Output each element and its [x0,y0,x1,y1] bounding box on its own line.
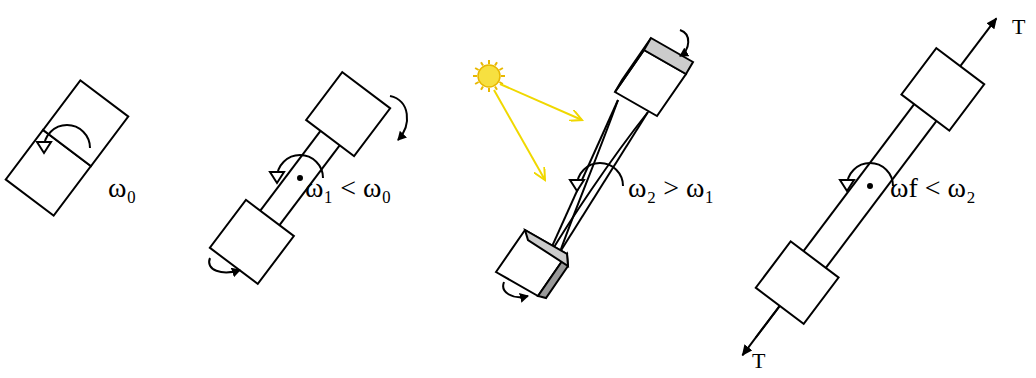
angular-velocity-label: ω₂ > ω₁ [628,174,714,202]
angular-velocity-label: ω₀ [108,174,136,202]
sun-ray [473,75,477,77]
sun-ray [475,82,478,84]
sun-ray [499,68,502,70]
stretched-body [718,0,1020,373]
sun [473,60,505,92]
rotation-arrow [847,163,893,186]
sun-ray [481,62,483,65]
light-ray [500,84,582,120]
sun-ray [481,86,483,89]
tension-label: T [752,350,765,372]
tension-arrow [960,18,996,66]
spin-arrow [390,96,407,140]
twisted-body [496,38,693,298]
tension-label: T [1012,16,1025,38]
spin-arrow [503,282,528,297]
sun-ray [495,62,497,65]
spin-arrow [209,258,240,272]
spin-arrow [680,30,688,56]
sun-ray [495,86,497,89]
angular-velocity-label: ω₁ < ω₀ [305,174,391,202]
tension-arrow [742,306,779,356]
sun-ray [488,88,490,92]
rotation-arrow [577,163,623,186]
angular-velocity-label: ωf < ω₂ [890,174,976,202]
light-ray [494,90,545,180]
sun-ray [475,68,478,70]
rotation-arrow [44,125,90,148]
sun-ray [488,60,490,64]
sun-ray [501,75,505,77]
